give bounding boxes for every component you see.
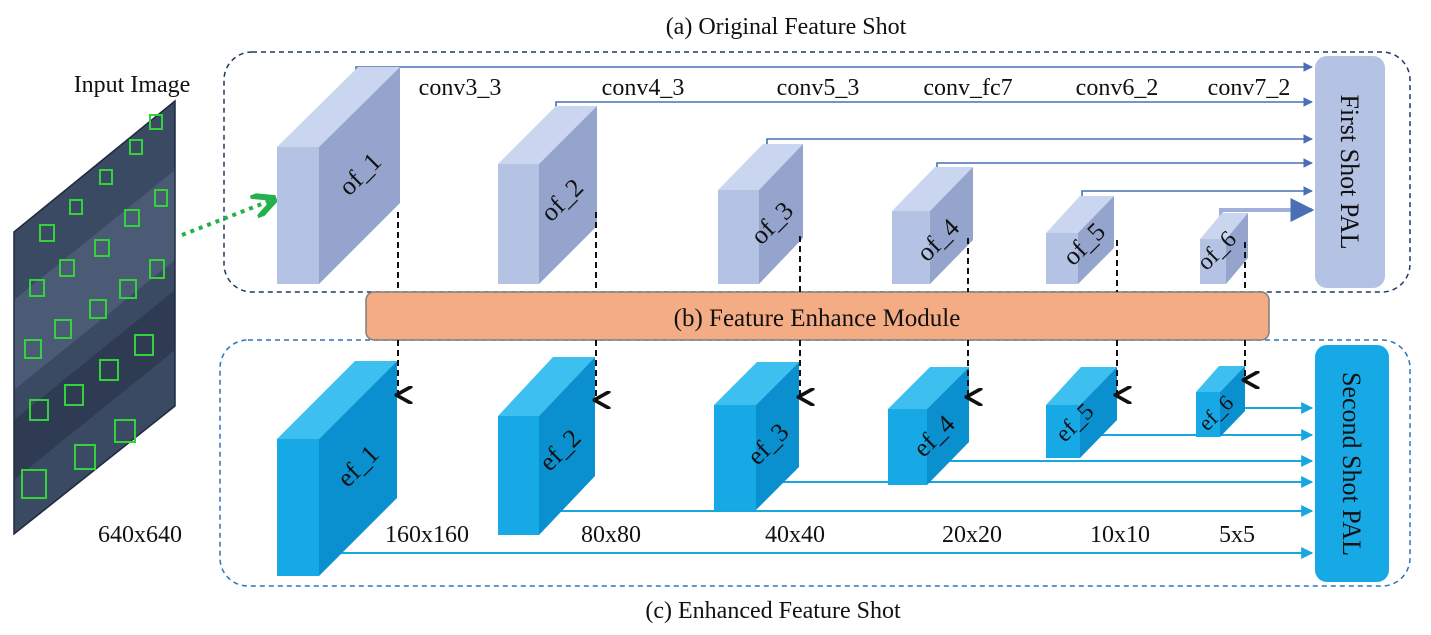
conv-label-5: conv6_2 xyxy=(1076,75,1159,101)
size-label-5: 10x10 xyxy=(1090,522,1150,548)
input-image-label: Input Image xyxy=(74,72,191,98)
conv-label-2: conv4_3 xyxy=(602,75,685,101)
second-shot-pal-box xyxy=(1315,345,1389,582)
enhanced-feature-block-2 xyxy=(498,357,595,535)
input-arrow xyxy=(181,200,272,237)
enhance-flow-arrows xyxy=(398,212,1245,400)
size-label-3: 40x40 xyxy=(765,522,825,548)
enhanced-feature-block-3 xyxy=(714,362,799,510)
conv-label-3: conv5_3 xyxy=(777,75,860,101)
enhanced-shot-title: (c) Enhanced Feature Shot xyxy=(645,598,901,624)
size-label-4: 20x20 xyxy=(942,522,1002,548)
input-image xyxy=(13,99,176,536)
enhanced-feature-block-6 xyxy=(1196,366,1245,437)
input-size-label: 640x640 xyxy=(98,522,182,548)
second-shot-pal-label: Second Shot PAL xyxy=(1337,372,1366,556)
feature-enhance-module-label: (b) Feature Enhance Module xyxy=(674,305,961,332)
enhanced-feature-block-5 xyxy=(1046,367,1117,458)
original-shot-title: (a) Original Feature Shot xyxy=(666,14,907,40)
conv-label-4: conv_fc7 xyxy=(923,75,1012,101)
size-label-2: 80x80 xyxy=(581,522,641,548)
size-label-6: 5x5 xyxy=(1219,522,1255,548)
size-label-1: 160x160 xyxy=(385,522,469,548)
second-shot-connectors xyxy=(300,402,1314,559)
first-shot-pal-box xyxy=(1315,56,1385,288)
original-feature-block-4 xyxy=(892,167,973,284)
conv-label-1: conv3_3 xyxy=(419,75,502,101)
feature-enhance-module xyxy=(365,291,1270,341)
enhanced-feature-block-1 xyxy=(277,361,397,576)
conv-label-6: conv7_2 xyxy=(1208,75,1291,101)
original-feature-block-6 xyxy=(1200,213,1248,284)
original-feature-block-5 xyxy=(1046,196,1114,284)
original-feature-block-2 xyxy=(498,106,597,284)
original-feature-block-3 xyxy=(718,144,803,284)
enhanced-feature-block-4 xyxy=(888,367,969,485)
first-shot-pal-label: First Shot PAL xyxy=(1335,94,1364,249)
original-feature-block-1 xyxy=(277,67,400,284)
